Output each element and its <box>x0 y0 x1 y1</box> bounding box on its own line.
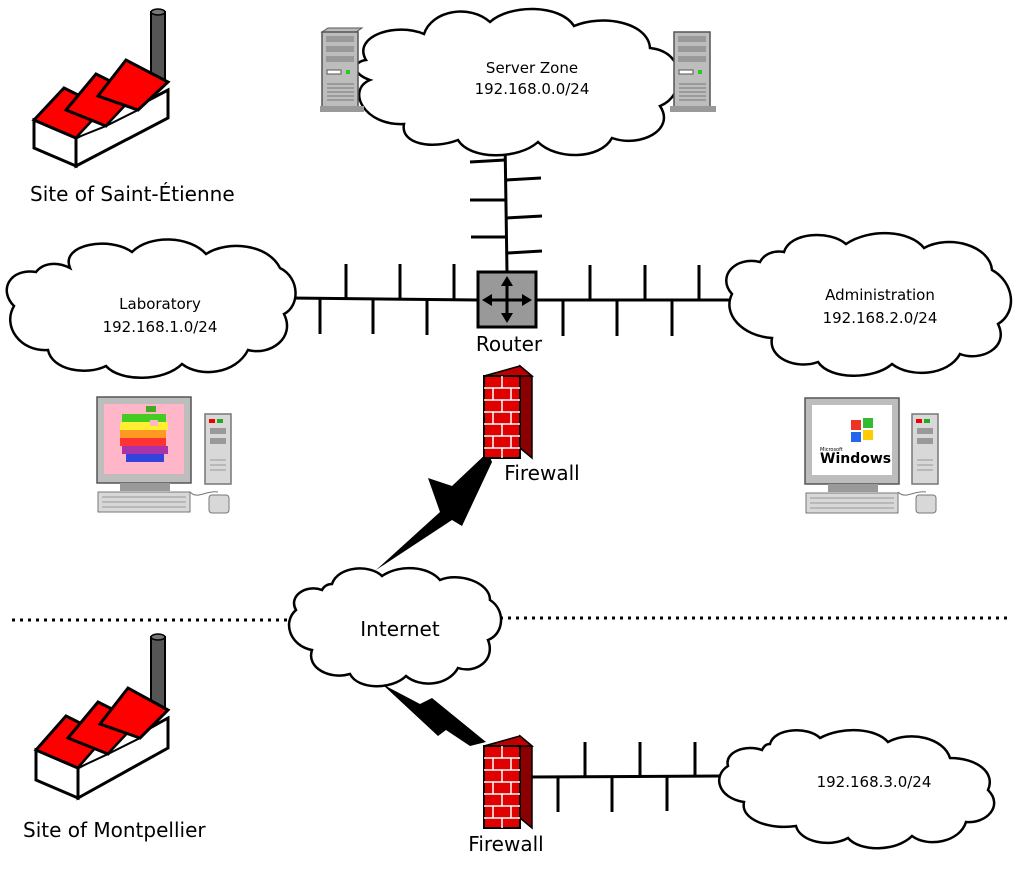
internet-cloud <box>287 566 503 688</box>
administration-name: Administration <box>825 286 935 304</box>
montpellier-lan-cloud <box>718 728 996 850</box>
server-left-icon <box>320 27 364 112</box>
laboratory-bus <box>289 264 479 335</box>
factory-saint-etienne-icon <box>31 8 171 169</box>
factory-montpellier-icon <box>33 633 171 801</box>
wan-link-top <box>376 452 492 570</box>
wan-link-bottom <box>382 684 486 746</box>
router <box>476 270 538 329</box>
site-montpellier-label: Site of Montpellier <box>23 818 206 842</box>
montpellier-lan-subnet: 192.168.3.0/24 <box>817 773 932 791</box>
server-zone-cloud <box>354 7 681 157</box>
laboratory-cloud <box>5 238 297 379</box>
internet-label: Internet <box>360 617 440 641</box>
windows-logo-icon <box>851 418 873 442</box>
apple-logo-icon <box>120 406 168 462</box>
server-zone-subnet: 192.168.0.0/24 <box>475 80 590 98</box>
laboratory-subnet: 192.168.1.0/24 <box>103 318 218 336</box>
server-zone-name: Server Zone <box>486 59 578 77</box>
mac-computer-icon <box>96 396 232 514</box>
laboratory-name: Laboratory <box>119 295 201 313</box>
firewall-bottom <box>483 734 535 830</box>
montpellier-bus <box>529 742 723 812</box>
firewall-bottom-label: Firewall <box>468 832 543 856</box>
administration-subnet: 192.168.2.0/24 <box>823 309 938 327</box>
windows-small-text: Microsoft <box>820 447 843 453</box>
windows-text: Windows <box>820 451 891 467</box>
server-zone-bus <box>469 139 543 273</box>
server-right-icon <box>670 31 716 112</box>
windows-computer-icon: Microsoft Windows <box>804 397 939 514</box>
site-saint-etienne-label: Site of Saint-Étienne <box>30 182 235 206</box>
administration-cloud <box>725 232 1013 377</box>
router-label: Router <box>476 332 543 356</box>
firewall-top <box>483 364 535 460</box>
router-arrows-icon <box>486 280 528 319</box>
administration-bus <box>536 265 730 336</box>
firewall-top-label: Firewall <box>504 461 579 485</box>
